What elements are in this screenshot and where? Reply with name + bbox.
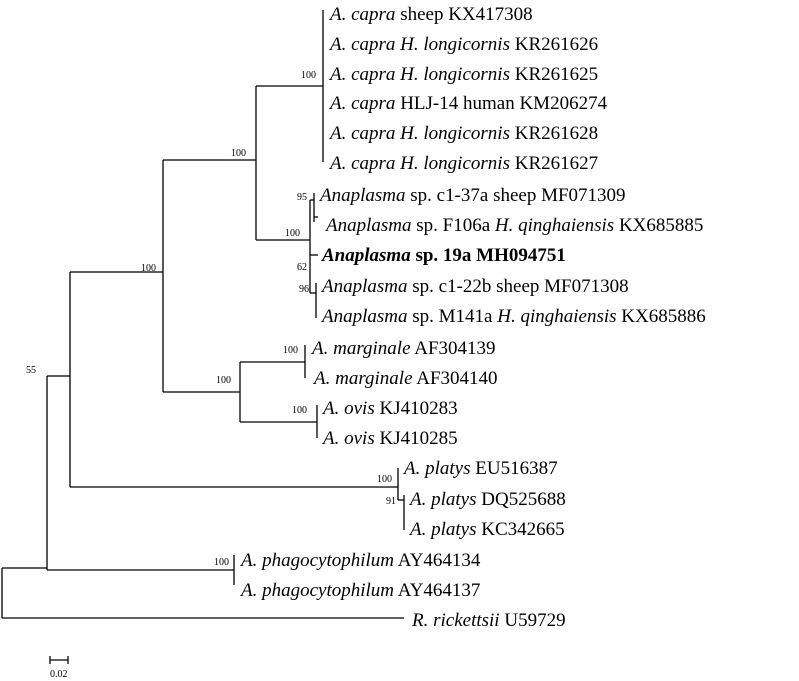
scale-bar: 0.02: [49, 656, 69, 680]
bootstrap-values: 100 100 95 100 62 96 100 100 100 100 100…: [26, 70, 396, 568]
taxon-label: Anaplasma sp. c1-22b sheep MF071308: [320, 276, 629, 297]
bootstrap-19a: 62: [297, 262, 307, 273]
taxon-label: R. rickettsii U59729: [411, 610, 566, 631]
taxon-label-highlighted: Anaplasma sp. 19a MH094751: [321, 245, 566, 266]
bootstrap-c1-37a: 95: [297, 192, 307, 203]
taxon-label: A. phagocytophilum AY464134: [239, 550, 481, 571]
taxon-label: A. phagocytophilum AY464137: [239, 580, 480, 601]
bootstrap-platys: 100: [377, 474, 392, 485]
taxon-label: A. capra sheep KX417308: [328, 4, 533, 25]
bootstrap-anaplasma-sp: 100: [285, 228, 300, 239]
taxon-label: Anaplasma sp. M141a H. qinghaiensis KX68…: [320, 306, 706, 327]
taxon-label: Anaplasma sp. c1-37a sheep MF071309: [318, 185, 626, 206]
bootstrap-root-inner: 55: [26, 365, 36, 376]
bootstrap-marginale: 100: [283, 345, 298, 356]
taxon-labels: A. capra sheep KX417308 A. capra H. long…: [239, 4, 706, 631]
bootstrap-platys-inner: 91: [386, 496, 396, 507]
scale-bar-label: 0.02: [50, 669, 68, 680]
bootstrap-capra: 100: [301, 70, 316, 81]
taxon-label: A. platys KC342665: [408, 519, 565, 540]
bootstrap-c1-22b: 96: [299, 284, 309, 295]
bootstrap-ovis: 100: [292, 405, 307, 416]
taxon-label: A. marginale AF304140: [312, 368, 498, 389]
taxon-label: A. capra H. longicornis KR261625: [328, 64, 598, 85]
taxon-label: A. capra H. longicornis KR261628: [328, 123, 598, 144]
taxon-label: A. capra H. longicornis KR261626: [328, 34, 598, 55]
bootstrap-main-clade: 100: [141, 263, 156, 274]
taxon-label: Anaplasma sp. F106a H. qinghaiensis KX68…: [324, 215, 703, 236]
bootstrap-marginale-ovis: 100: [216, 375, 231, 386]
taxon-label: A. ovis KJ410285: [321, 428, 458, 449]
taxon-label: A. capra H. longicornis KR261627: [328, 153, 598, 174]
taxon-label: A. platys DQ525688: [408, 489, 566, 510]
taxon-label: A. capra HLJ-14 human KM206274: [328, 93, 608, 114]
bootstrap-capra-anaplasma: 100: [231, 148, 246, 159]
bootstrap-phagocytophilum: 100: [214, 557, 229, 568]
taxon-label: A. marginale AF304139: [310, 338, 496, 359]
taxon-label: A. ovis KJ410283: [321, 398, 458, 419]
taxon-label: A. platys EU516387: [402, 458, 558, 479]
tree-branches: [1, 10, 405, 619]
